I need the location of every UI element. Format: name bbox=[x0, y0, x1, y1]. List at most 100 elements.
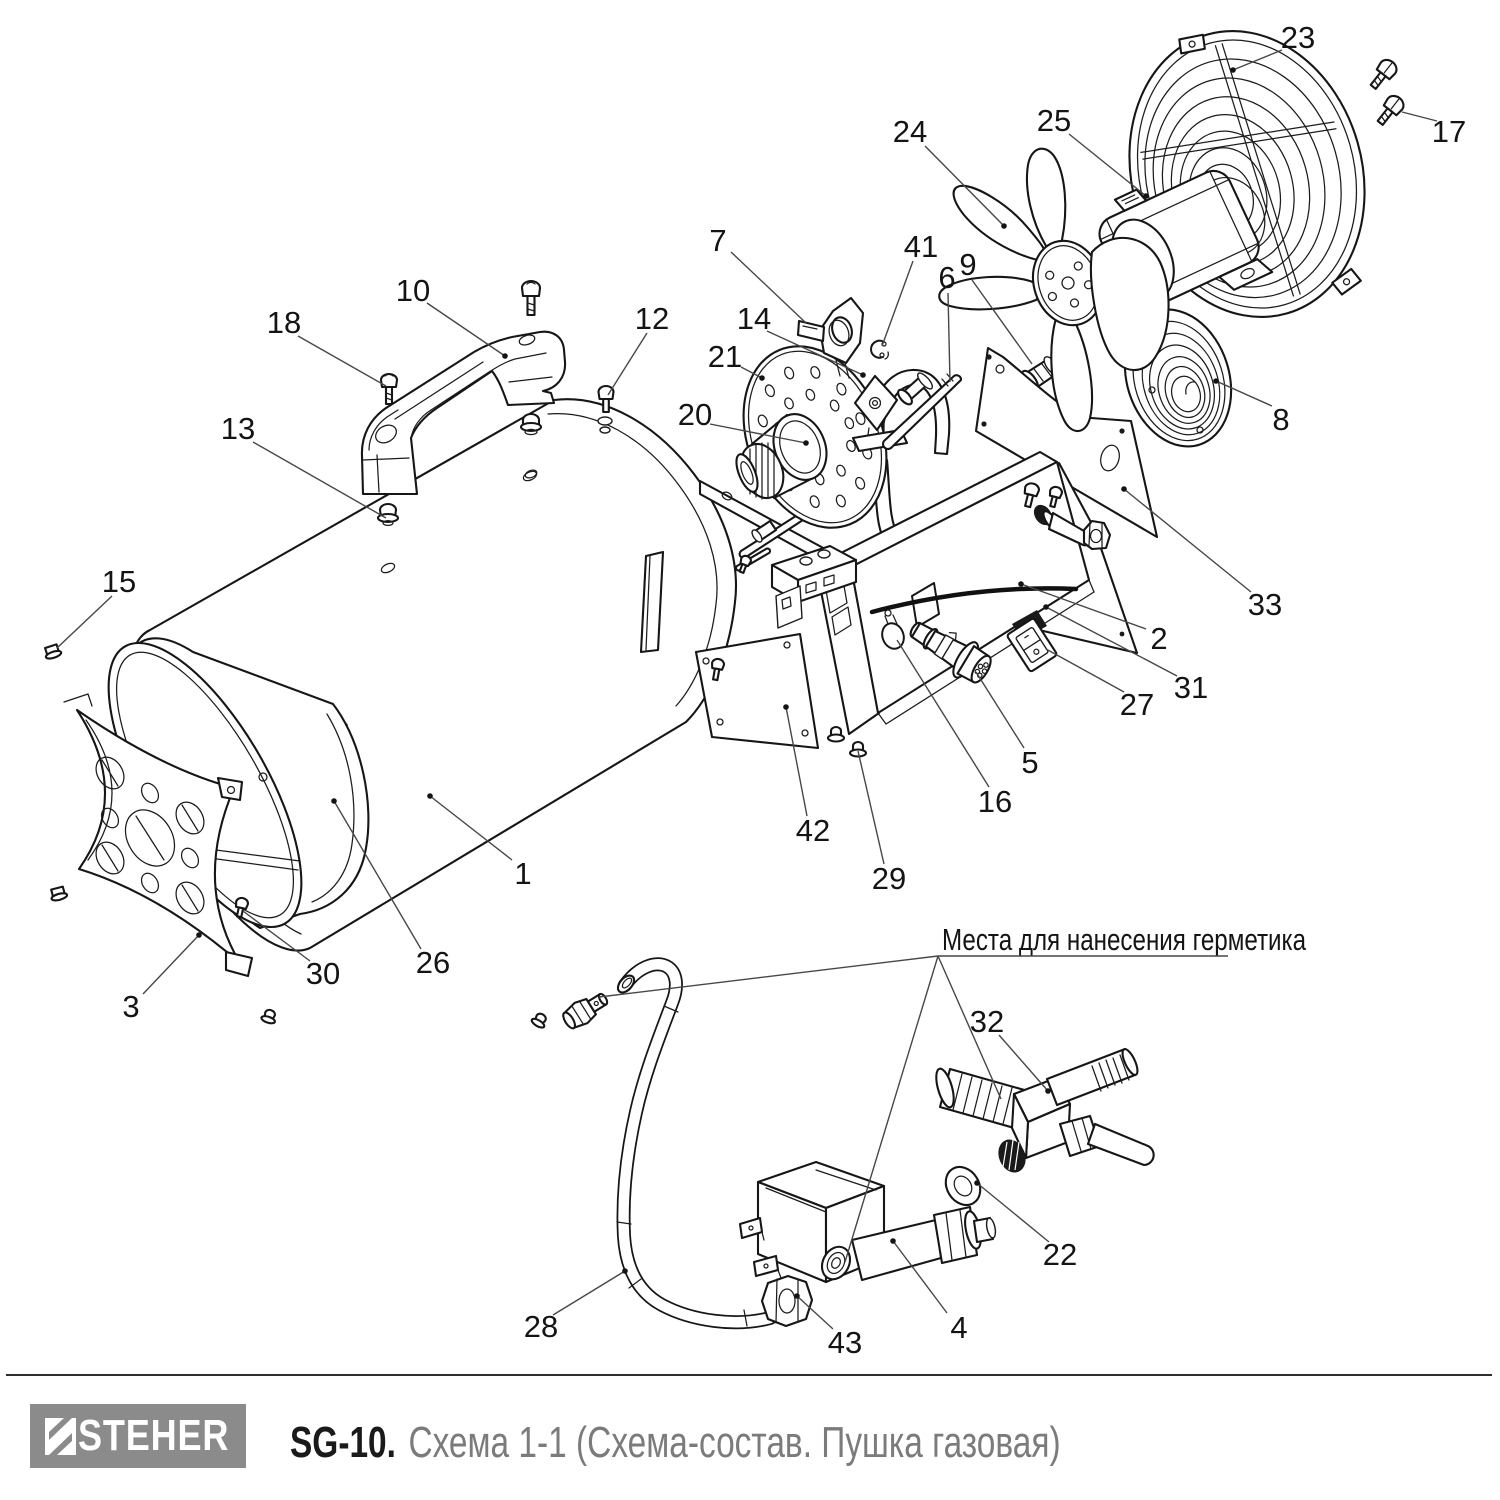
fan-impeller bbox=[938, 147, 1170, 433]
callout-number-29: 29 bbox=[872, 861, 906, 896]
callout-number-15: 15 bbox=[102, 564, 136, 599]
carry-handle bbox=[360, 330, 567, 496]
callout-number-27: 27 bbox=[1120, 687, 1154, 722]
brand-logo: STEHER bbox=[30, 1404, 246, 1468]
callout-leader-24 bbox=[924, 145, 1005, 227]
callout-leader-32 bbox=[998, 1034, 1049, 1092]
handle-screws bbox=[376, 279, 615, 527]
tee-fitting-32 bbox=[935, 1047, 1155, 1173]
callout-leader-1 bbox=[429, 795, 513, 861]
callout-leader-8 bbox=[1215, 380, 1273, 407]
callout-dot-43 bbox=[794, 1293, 800, 1299]
burner-disc bbox=[735, 345, 888, 529]
circlip bbox=[870, 339, 889, 360]
callout-dot-26 bbox=[331, 798, 337, 804]
washer-22 bbox=[944, 1165, 982, 1207]
callout-leader-5 bbox=[975, 671, 1025, 749]
callout-number-4: 4 bbox=[950, 1310, 967, 1345]
callout-leader-27 bbox=[1045, 648, 1125, 693]
callout-number-41: 41 bbox=[904, 229, 938, 264]
mount-plate-33 bbox=[974, 346, 1159, 539]
solenoid-valve-4 bbox=[738, 1160, 997, 1284]
callout-dot-1 bbox=[427, 793, 433, 799]
callout-number-20: 20 bbox=[678, 397, 712, 432]
callout-number-7: 7 bbox=[709, 223, 726, 258]
drawing-title: SG-10. Схема 1-1 (Схема-состав. Пушка га… bbox=[290, 1418, 1061, 1468]
callout-leader-12 bbox=[607, 332, 648, 396]
callout-leader-15 bbox=[56, 595, 113, 649]
callout-number-8: 8 bbox=[1272, 402, 1289, 437]
callout-leader-29 bbox=[857, 750, 885, 865]
callout-leader-31 bbox=[1045, 606, 1178, 677]
callout-leader-17 bbox=[1401, 111, 1438, 122]
callout-leader-10 bbox=[426, 302, 506, 357]
drawing-subtitle: Схема 1-1 (Схема-состав. Пушка газовая) bbox=[408, 1418, 1061, 1467]
callout-number-16: 16 bbox=[978, 784, 1012, 819]
callout-number-24: 24 bbox=[893, 114, 927, 149]
brand-logo-icon bbox=[44, 1414, 78, 1458]
callout-leader-7 bbox=[730, 251, 807, 324]
callout-leader-28 bbox=[552, 1270, 626, 1316]
screws-29 bbox=[711, 657, 868, 758]
callout-dot-24 bbox=[1001, 223, 1007, 229]
brand-name: STEHER bbox=[78, 1411, 230, 1460]
callout-dot-2 bbox=[1018, 581, 1024, 587]
coupling-rod bbox=[881, 372, 963, 451]
callout-number-42: 42 bbox=[796, 813, 830, 848]
callout-leader-14 bbox=[766, 330, 864, 376]
pipe-nut-43 bbox=[760, 1274, 814, 1328]
igniter-bracket bbox=[796, 296, 865, 379]
callout-number-17: 17 bbox=[1432, 114, 1466, 149]
callout-number-10: 10 bbox=[396, 273, 430, 308]
callout-leader-13 bbox=[252, 441, 387, 519]
footer-divider bbox=[6, 1374, 1492, 1376]
callout-number-2: 2 bbox=[1150, 621, 1167, 656]
callout-dot-25 bbox=[1143, 193, 1149, 199]
gas-valve-5 bbox=[909, 621, 992, 684]
callout-dot-42 bbox=[783, 704, 789, 710]
callout-number-22: 22 bbox=[1043, 1237, 1077, 1272]
callout-leader-33 bbox=[1123, 488, 1252, 593]
callout-leader-18 bbox=[297, 335, 387, 387]
callout-leader-43 bbox=[796, 1295, 834, 1330]
sealant-annotation: Места для нанесения герметика bbox=[942, 922, 1307, 957]
screw-30 bbox=[235, 896, 249, 919]
callout-leader-16 bbox=[896, 639, 990, 788]
callout-leader-23 bbox=[1232, 49, 1283, 71]
callout-number-33: 33 bbox=[1248, 587, 1282, 622]
callout-number-21: 21 bbox=[708, 339, 742, 374]
callout-dot-31 bbox=[1043, 604, 1049, 610]
annotation-ray-3 bbox=[937, 955, 1002, 1100]
callout-leader-9 bbox=[971, 279, 1033, 365]
callout-leader-21 bbox=[740, 366, 763, 379]
callout-leader-22 bbox=[976, 1182, 1050, 1243]
callout-dot-10 bbox=[502, 353, 508, 359]
callout-number-30: 30 bbox=[306, 956, 340, 991]
callout-number-3: 3 bbox=[122, 989, 139, 1024]
callout-leader-3 bbox=[142, 934, 200, 995]
callout-dot-28 bbox=[622, 1268, 628, 1274]
callout-leader-26 bbox=[333, 800, 422, 950]
callout-number-43: 43 bbox=[828, 1325, 862, 1360]
callout-number-13: 13 bbox=[221, 411, 255, 446]
callout-number-31: 31 bbox=[1174, 670, 1208, 705]
callout-number-1: 1 bbox=[514, 856, 531, 891]
loose-nuts bbox=[44, 643, 547, 1029]
callout-number-23: 23 bbox=[1281, 20, 1315, 55]
callout-leader-41 bbox=[881, 260, 914, 347]
callout-dot-33 bbox=[1121, 486, 1127, 492]
callout-dot-23 bbox=[1230, 67, 1236, 73]
screws-17 bbox=[1369, 58, 1405, 126]
callout-dot-22 bbox=[974, 1180, 980, 1186]
callout-number-12: 12 bbox=[635, 301, 669, 336]
pilot-pins bbox=[734, 512, 806, 574]
callout-dot-21 bbox=[759, 375, 765, 381]
callout-number-25: 25 bbox=[1037, 103, 1071, 138]
callout-dot-3 bbox=[196, 932, 202, 938]
callout-leader-30 bbox=[242, 910, 311, 962]
callout-leader-6 bbox=[947, 292, 951, 383]
rocker-switch-27 bbox=[1006, 610, 1058, 673]
callout-leader-2 bbox=[1020, 583, 1147, 630]
